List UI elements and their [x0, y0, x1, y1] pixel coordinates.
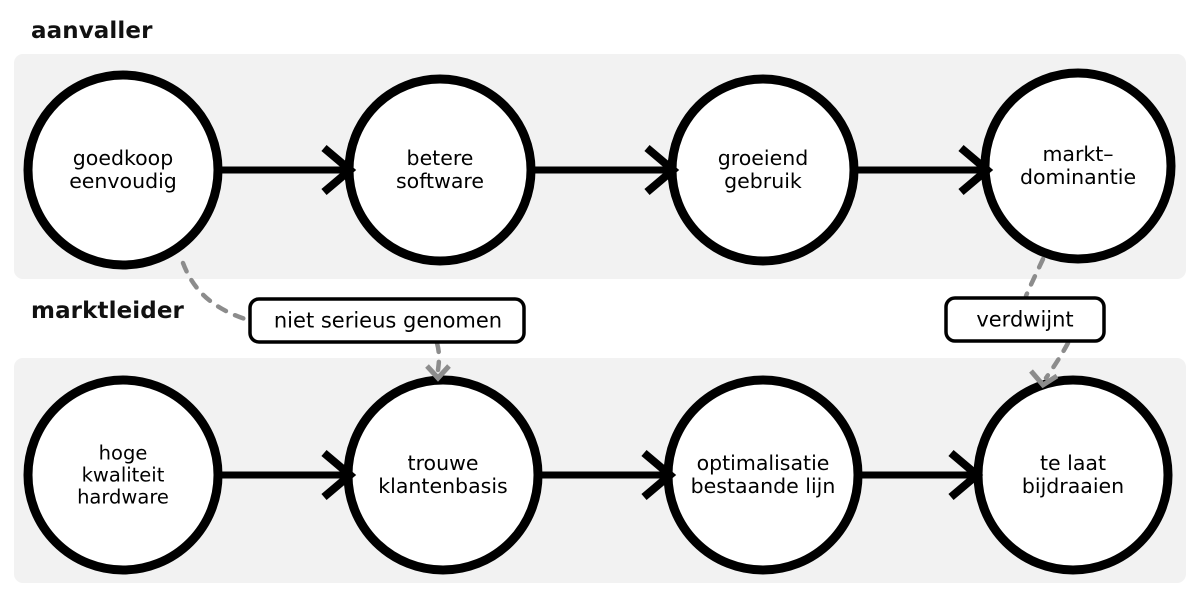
- annotation-box-verdwijnt[interactable]: [944, 296, 1106, 343]
- arrow-groeiend-to-markt: [858, 144, 994, 196]
- row-heading-aanvaller: aanvaller: [31, 18, 153, 44]
- node-groeiend-gebruik[interactable]: [667, 74, 859, 266]
- node-hoge-kwaliteit-hardware[interactable]: [23, 375, 223, 575]
- arrow-trouwe-to-optimalisatie: [542, 449, 677, 501]
- arrow-betere-to-groeiend: [535, 144, 680, 196]
- dashed-arrowhead-down-trouwe: [425, 364, 451, 382]
- arrow-optimalisatie-to-telaat: [862, 449, 984, 501]
- node-trouwe-klantenbasis[interactable]: [343, 375, 543, 575]
- node-goedkoop-eenvoudig[interactable]: [23, 70, 223, 270]
- node-te-laat-bijdraaien[interactable]: [973, 375, 1173, 575]
- arrow-goedkoop-to-betere: [222, 144, 357, 196]
- node-betere-software[interactable]: [344, 74, 536, 266]
- dashed-connector-verdwijnt-in: [1023, 256, 1046, 299]
- arrow-hoge-to-trouwe: [222, 449, 357, 501]
- dashed-arrowhead-down-telaat: [1029, 369, 1059, 389]
- node-markt-dominantie[interactable]: [980, 68, 1176, 264]
- dashed-connector-verdwijnt-out: [1029, 340, 1071, 389]
- row-heading-marktleider: marktleider: [31, 298, 184, 324]
- panel-marktleider: [14, 358, 1186, 583]
- dashed-connector-niet-serieus-out: [425, 340, 451, 382]
- annotation-box-niet-serieus-genomen[interactable]: [248, 297, 526, 344]
- node-optimalisatie-bestaande-lijn[interactable]: [663, 375, 863, 575]
- dashed-connector-niet-serieus-in: [180, 260, 251, 323]
